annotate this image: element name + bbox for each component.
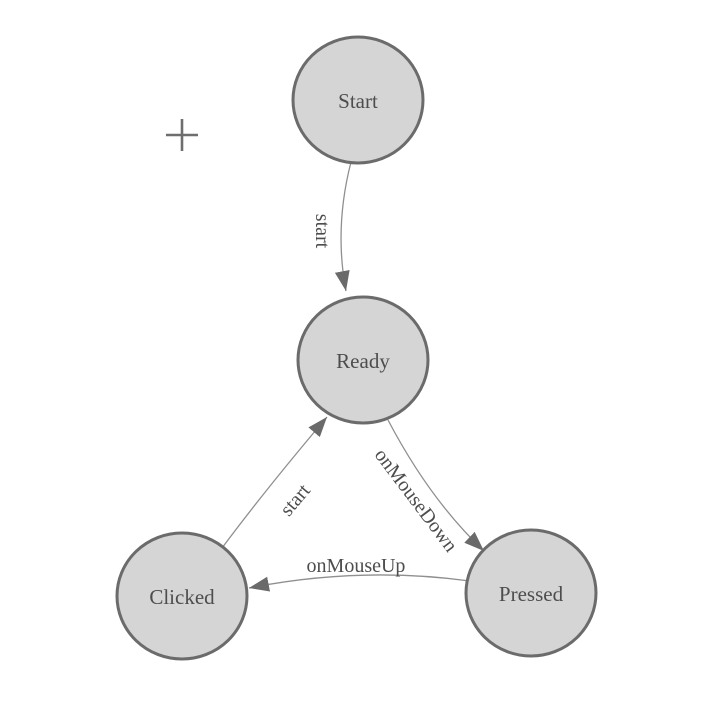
node-pressed[interactable]: Pressed (464, 528, 598, 658)
crosshair-icon (166, 119, 198, 151)
node-start-shape (291, 35, 425, 165)
node-start-label: Start (338, 89, 378, 113)
node-start[interactable]: Start (291, 35, 425, 165)
node-ready-label: Ready (336, 349, 390, 373)
node-clicked-shape (115, 531, 249, 661)
edge-label-onmouseup: onMouseUp (307, 555, 406, 577)
edge-label-clicked-to-ready: start (276, 480, 315, 521)
edge-pressed-to-clicked (248, 574, 471, 592)
edge-ready-to-pressed (387, 419, 485, 552)
node-pressed-label: Pressed (499, 582, 564, 606)
edge-clicked-to-ready (221, 416, 328, 549)
edge-label-start-to-ready: start (311, 214, 333, 249)
node-ready-shape (296, 295, 430, 425)
node-pressed-shape (464, 528, 598, 658)
node-ready[interactable]: Ready (296, 295, 430, 425)
edge-label-onmousedown: onMouseDown (370, 445, 462, 557)
node-clicked[interactable]: Clicked (115, 531, 249, 661)
node-clicked-label: Clicked (149, 585, 215, 609)
edge-start-to-ready (334, 161, 352, 292)
